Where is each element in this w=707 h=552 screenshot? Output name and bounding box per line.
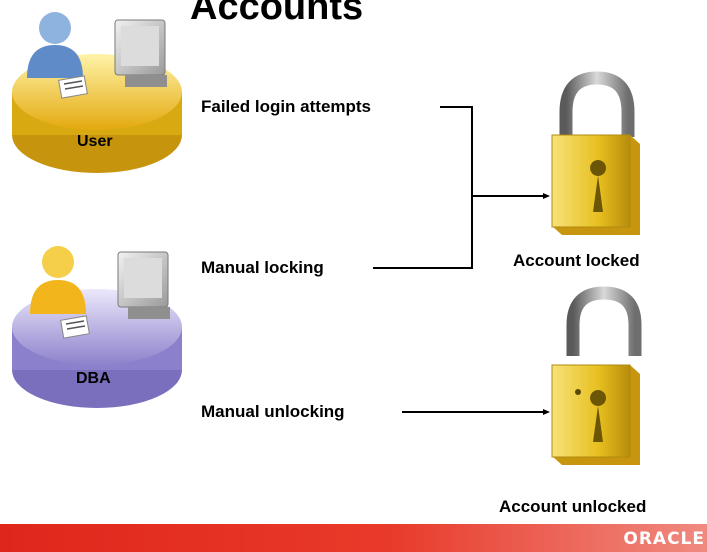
account-locked-label: Account locked [513,251,640,270]
arrow-to-locked [543,193,550,199]
page-title: Accounts [190,0,364,28]
connector-lines [373,106,545,413]
account-unlocked-label: Account unlocked [499,497,647,516]
user-workstation-icon [12,12,182,173]
failed-login-label: Failed login attempts [201,97,372,116]
oracle-logo: ORACLE [623,529,705,549]
arrow-to-unlocked [543,409,550,415]
dba-workstation-icon [12,246,182,408]
diagram-canvas [12,12,642,465]
footer-bar: ORACLE [0,524,707,552]
dba-label: DBA [76,370,111,387]
user-label: User [77,133,113,150]
locked-padlock-icon [551,71,640,235]
unlocked-padlock-icon [551,286,642,465]
manual-unlocking-label: Manual unlocking [201,402,345,421]
manual-locking-label: Manual locking [201,258,324,277]
